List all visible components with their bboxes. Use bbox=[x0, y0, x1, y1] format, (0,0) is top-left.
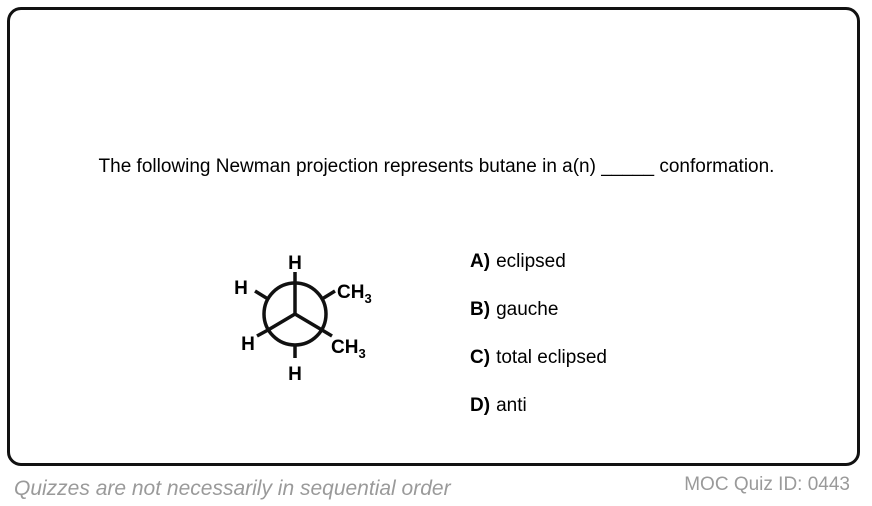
newman-projection: H H CH3 H CH3 H bbox=[234, 253, 372, 385]
option-b-letter: B) bbox=[470, 299, 491, 320]
front-ext-lower-left bbox=[256, 328, 269, 338]
quiz-card: The following Newman projection represen… bbox=[7, 7, 860, 466]
lower-right-c: CH bbox=[331, 337, 358, 358]
option-a[interactable]: A)eclipsed bbox=[470, 250, 607, 298]
option-a-letter: A) bbox=[470, 251, 491, 272]
option-c-text: total eclipsed bbox=[496, 347, 607, 368]
lower-right-sub: 3 bbox=[358, 346, 365, 361]
option-c-letter: C) bbox=[470, 347, 491, 368]
option-d-text: anti bbox=[496, 395, 527, 416]
option-b-text: gauche bbox=[496, 299, 559, 320]
option-c[interactable]: C)total eclipsed bbox=[470, 346, 607, 394]
back-bond-upper-right bbox=[321, 289, 336, 301]
option-a-text: eclipsed bbox=[496, 251, 566, 272]
front-bond-lower-right bbox=[294, 312, 323, 332]
front-bond-lower-left bbox=[267, 312, 296, 332]
front-ext-lower-right bbox=[321, 328, 333, 338]
upper-right-c: CH bbox=[337, 282, 364, 303]
label-top-h: H bbox=[288, 253, 302, 274]
label-bottom-h: H bbox=[288, 364, 302, 385]
label-lower-right-ch3: CH3 bbox=[331, 337, 366, 361]
footer-note: Quizzes are not necessarily in sequentia… bbox=[14, 477, 451, 500]
label-upper-left-h: H bbox=[234, 278, 248, 299]
option-d[interactable]: D)anti bbox=[470, 394, 607, 442]
answer-options: A)eclipsed B)gauche C)total eclipsed D)a… bbox=[470, 250, 607, 442]
question-text: The following Newman projection represen… bbox=[98, 156, 775, 177]
option-d-letter: D) bbox=[470, 395, 491, 416]
label-upper-right-ch3: CH3 bbox=[337, 282, 372, 306]
quiz-id: MOC Quiz ID: 0443 bbox=[684, 474, 850, 495]
option-b[interactable]: B)gauche bbox=[470, 298, 607, 346]
back-bond-upper-left bbox=[254, 289, 269, 301]
upper-right-sub: 3 bbox=[364, 291, 371, 306]
label-lower-left-h: H bbox=[241, 334, 255, 355]
